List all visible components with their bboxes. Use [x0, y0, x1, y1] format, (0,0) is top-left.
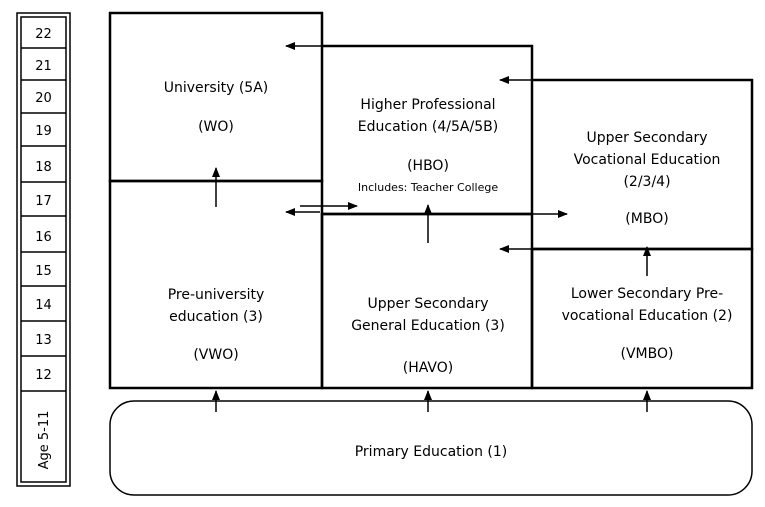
vwo-box: Pre-university education (3) (VWO) [108, 179, 324, 390]
havo-abbr: (HAVO) [403, 360, 453, 376]
age-cell-15: 15 [21, 264, 66, 287]
hbo-title-line1: Higher Professional [360, 97, 495, 113]
mbo-title-line1: Upper Secondary [587, 130, 708, 146]
havo-title-line2: General Education (3) [351, 318, 505, 334]
age-cell-16: 16 [21, 230, 66, 253]
age-label-17: 17 [35, 194, 52, 209]
age-cell-21: 21 [21, 59, 66, 81]
age-scale-inner-frame [20, 16, 67, 483]
vmbo-title-line1: Lower Secondary Pre- [571, 286, 723, 302]
age-label-19: 19 [35, 124, 52, 139]
university-abbr: (WO) [198, 119, 234, 135]
age-cell-14: 14 [21, 298, 66, 322]
university-box: University (5A) (WO) [108, 11, 324, 183]
age-label-20: 20 [35, 91, 52, 106]
age-cell-20: 20 [21, 91, 66, 114]
university-title: University (5A) [164, 80, 268, 96]
mbo-box: Upper Secondary Vocational Education (2/… [532, 78, 754, 251]
hbo-box: Higher Professional Education (4/5A/5B) … [322, 44, 534, 216]
age-cell-12: 12 [21, 368, 66, 392]
vmbo-box: Lower Secondary Pre- vocational Educatio… [530, 247, 754, 390]
age-label-21: 21 [35, 59, 52, 74]
age-label-16: 16 [35, 230, 52, 245]
age-label-5-11: Age 5-11 [37, 411, 52, 470]
age-label-22: 22 [35, 27, 52, 42]
mbo-title-line3: (2/3/4) [623, 174, 670, 190]
havo-title-line1: Upper Secondary [368, 296, 489, 312]
primary-title: Primary Education (1) [355, 444, 508, 460]
vwo-title-line1: Pre-university [168, 287, 265, 303]
age-label-13: 13 [35, 333, 52, 348]
age-cell-19: 19 [21, 124, 66, 147]
hbo-abbr: (HBO) [407, 158, 449, 174]
age-label-15: 15 [35, 264, 52, 279]
havo-box: Upper Secondary General Education (3) (H… [320, 212, 534, 390]
age-label-14: 14 [35, 298, 52, 313]
age-cell-17: 17 [21, 194, 66, 217]
primary-education-box: Primary Education (1) [109, 400, 753, 496]
vwo-abbr: (VWO) [193, 347, 238, 363]
age-label-12: 12 [35, 368, 52, 383]
age-scale-outer-frame [16, 12, 71, 487]
arrows [212, 42, 651, 412]
mbo-abbr: (MBO) [625, 211, 668, 227]
mbo-title-line2: Vocational Education [574, 152, 721, 168]
age-cell-22: 22 [21, 27, 66, 49]
vwo-title-line2: education (3) [169, 309, 263, 325]
hbo-note: Includes: Teacher College [358, 181, 498, 194]
vmbo-abbr: (VMBO) [621, 346, 674, 362]
age-cell-13: 13 [21, 333, 66, 357]
age-cell-18: 18 [21, 160, 66, 183]
vmbo-title-line2: vocational Education (2) [562, 308, 733, 324]
hbo-title-line2: Education (4/5A/5B) [358, 119, 498, 135]
age-label-18: 18 [35, 160, 52, 175]
age-scale: 22 21 20 19 18 17 16 15 [16, 12, 71, 487]
